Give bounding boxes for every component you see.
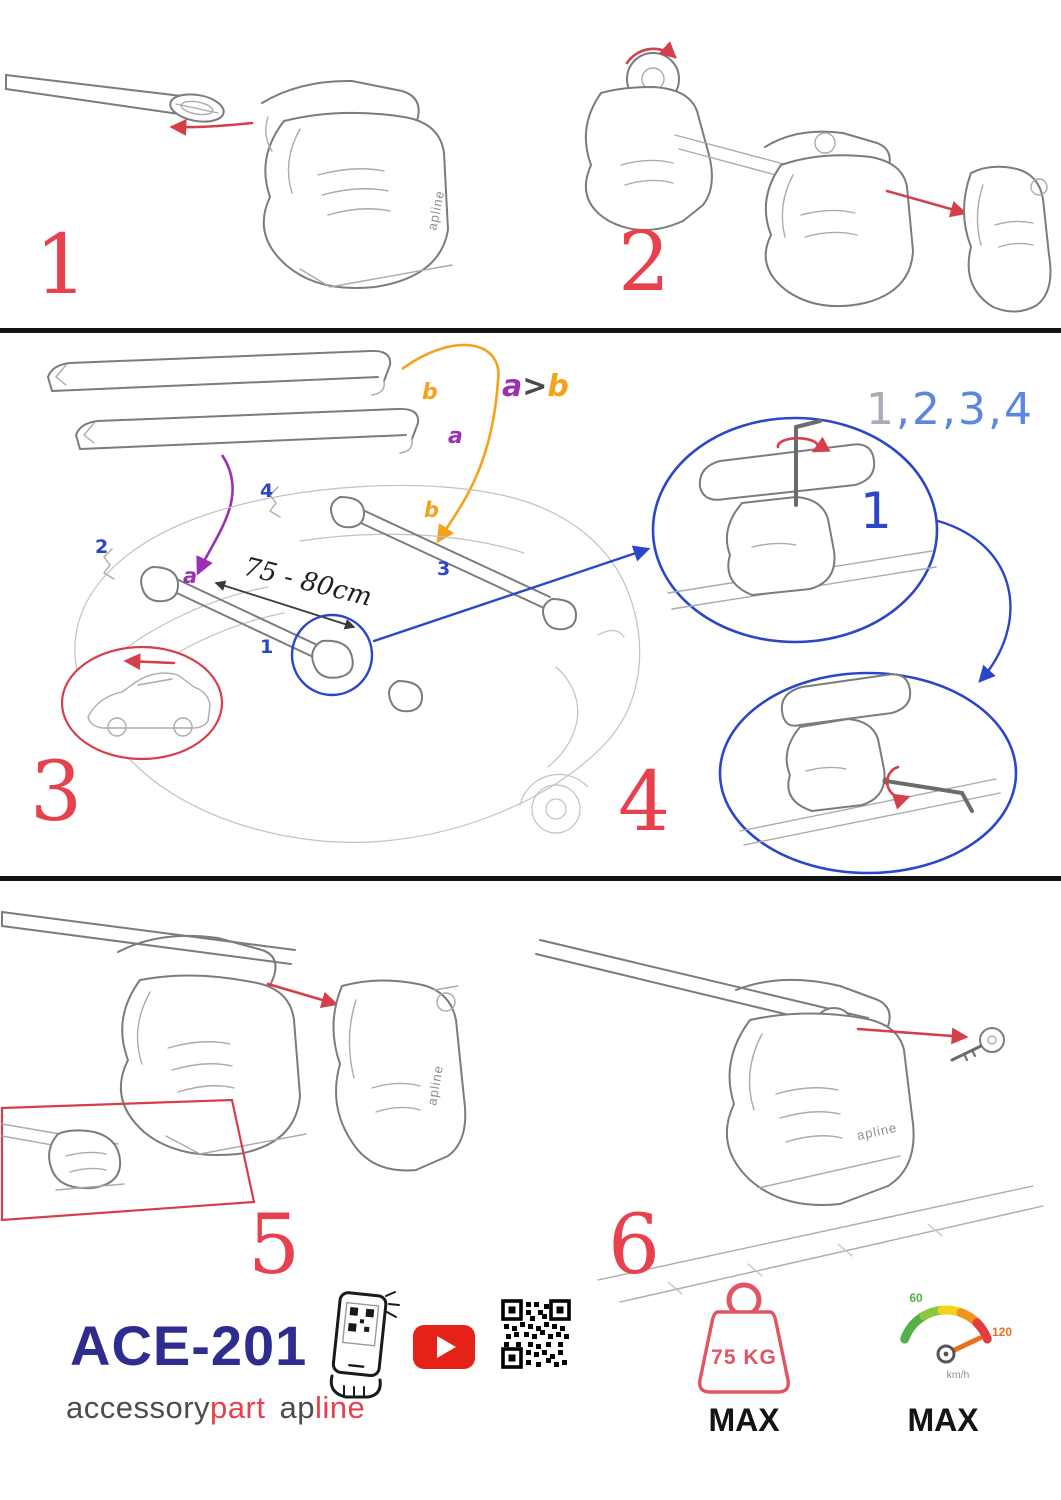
phone (331, 1291, 388, 1378)
product-model: ACE-201 (70, 1314, 308, 1377)
detail-1-number: 1 (860, 482, 892, 540)
roof-rack-foot (117, 934, 307, 1157)
max-speed-icon: 60 120 km/h (900, 1291, 1012, 1381)
speed-60-label: 60 (909, 1291, 923, 1305)
section-divider-1 (0, 328, 1061, 333)
bar-b-placement-arrow (401, 343, 500, 544)
loose-bar-b-label: b (422, 380, 438, 405)
max-load-icon: 75 KG (698, 1282, 790, 1394)
length-compare-label: a>b (502, 372, 569, 402)
center-foot (764, 130, 914, 308)
loose-crossbar-b (47, 349, 392, 396)
step1-illustration: apline (5, 74, 453, 290)
step-5-number: 5 (248, 1198, 301, 1293)
scan-lines (385, 1291, 400, 1318)
foot-cover (963, 165, 1052, 313)
detail-1-tighten-top (651, 416, 939, 644)
qr-modules (501, 1299, 571, 1369)
detail-connector (936, 519, 1012, 683)
foot-brand-text: apline (424, 1064, 446, 1107)
roof-crossbar-b (330, 496, 577, 631)
compare-gt: > (522, 369, 548, 404)
section-divider-2 (0, 876, 1061, 881)
foot-cover: apline (332, 979, 467, 1172)
youtube-icon (413, 1325, 475, 1369)
step2-illustration (584, 41, 1052, 313)
brand-part: part (210, 1390, 266, 1425)
roof-label-b: b (424, 498, 440, 522)
max-speed-label: MAX (907, 1402, 979, 1438)
step-6-number: 6 (608, 1198, 661, 1293)
foot-highlight-circle (290, 545, 651, 697)
bar-length-arrow (214, 580, 356, 630)
detail-2-tighten-side (718, 671, 1018, 875)
brand-accessory: accessory (66, 1390, 211, 1425)
compare-a: a (502, 369, 523, 404)
loose-bar-a-label: a (448, 424, 463, 449)
sequence-first: 1 (866, 384, 896, 435)
max-load-label: MAX (708, 1402, 780, 1438)
speed-120-label: 120 (992, 1325, 1012, 1339)
key-arrow (856, 1027, 969, 1045)
speed-unit-label: km/h (947, 1369, 970, 1381)
compare-b: b (547, 369, 569, 404)
roof-label-2: 2 (95, 536, 109, 558)
installed-foot-inset (0, 1098, 256, 1222)
step-1-number: 1 (35, 218, 88, 313)
step3-4-illustration (47, 343, 1018, 875)
locking-foot: apline (725, 978, 915, 1206)
sequence-rest: ,2,3,4 (896, 384, 1034, 435)
weight-body (698, 1310, 790, 1394)
car-direction-detail (60, 645, 224, 761)
roof-rail (597, 1185, 1044, 1303)
roof-label-1: 1 (260, 636, 274, 658)
step-sequence-label: 1,2,3,4 (866, 388, 1034, 432)
loose-crossbar-a (75, 407, 420, 454)
loose-clamp-pieces (103, 486, 423, 713)
holding-hand (329, 1374, 382, 1399)
roof-label-4: 4 (260, 480, 274, 502)
insert-direction-arrow (169, 118, 254, 136)
roof-rack-foot: apline (261, 79, 453, 290)
step5-illustration: apline (0, 911, 467, 1222)
cover-attach-arrow (266, 982, 339, 1009)
bar-a-placement-arrow (196, 454, 234, 576)
speed-arc (900, 1305, 992, 1344)
roof-label-3: 3 (437, 558, 451, 580)
qr-code (500, 1298, 572, 1370)
scan-qr-phone-icon (329, 1291, 400, 1399)
step-4-number: 4 (618, 755, 671, 850)
step-2-number: 2 (618, 215, 671, 310)
roof-label-a: a (183, 564, 198, 588)
crossbar (1, 911, 296, 965)
brand-ap: ap (279, 1390, 315, 1425)
max-load-value: 75 KG (711, 1346, 777, 1369)
step-3-number: 3 (30, 745, 83, 840)
crossbar-end (5, 74, 225, 123)
lock-key (950, 1027, 1005, 1062)
cover-attach-arrow (885, 189, 968, 218)
foot-with-knob (584, 41, 713, 231)
step6-illustration: apline (535, 939, 1044, 1303)
